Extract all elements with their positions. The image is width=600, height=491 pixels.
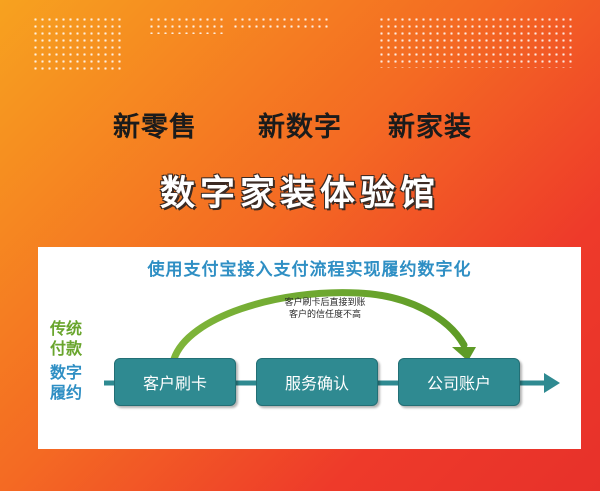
flow-arrows (104, 289, 560, 393)
arc-note: 客户的信任度不高 (288, 310, 361, 320)
dot-pattern (32, 16, 124, 72)
step-customer-card: 客户刷卡 (114, 358, 236, 406)
arc-arrow-head (452, 347, 476, 361)
tagline-new-retail: 新零售 (113, 112, 197, 143)
dot-pattern (148, 16, 226, 34)
label-line: 数字 (50, 363, 83, 382)
tagline-new-home-decor: 新家装 (388, 112, 472, 143)
arc-note: 客户刷卡后直接到账 (284, 298, 366, 308)
timeline-arrow-head (544, 373, 560, 393)
step-company-account: 公司账户 (398, 358, 520, 406)
headline: 数字家装体验馆 (159, 174, 440, 214)
panel-title: 使用支付宝接入支付流程实现履约数字化 (147, 260, 472, 280)
dot-pattern (378, 16, 574, 68)
tagline-new-digital: 新数字 (258, 112, 342, 143)
step-service-confirm: 服务确认 (256, 358, 378, 406)
arc-arrow (170, 289, 468, 363)
label-line: 传统 (50, 319, 83, 338)
flow-panel: 使用支付宝接入支付流程实现履约数字化 传统 付款 数字 履约 客户刷卡后直接到账… (38, 247, 581, 449)
label-line: 履约 (50, 383, 83, 402)
dot-pattern (232, 16, 328, 30)
traditional-payment-label: 传统 付款 (50, 319, 82, 359)
label-line: 付款 (50, 339, 83, 358)
digital-fulfillment-label: 数字 履约 (50, 363, 82, 403)
